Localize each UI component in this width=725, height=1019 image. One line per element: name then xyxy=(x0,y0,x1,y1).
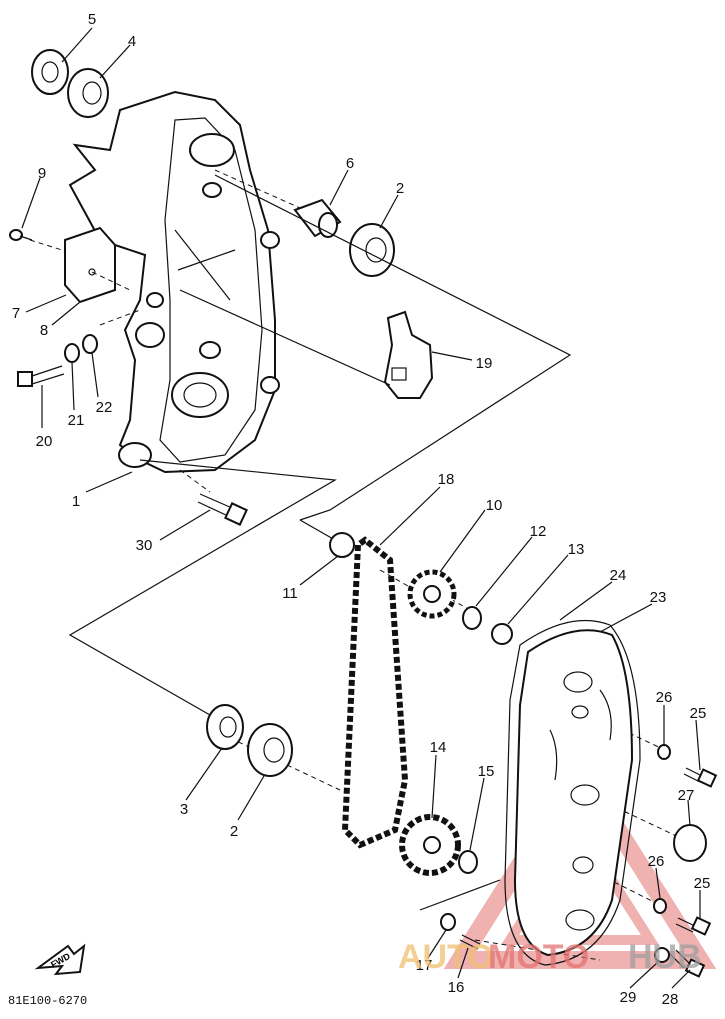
callout-8: 8 xyxy=(40,322,48,339)
callout-labels: 5 4 9 6 2 7 8 19 21 22 20 1 30 18 10 12 … xyxy=(12,11,711,1008)
cover-23 xyxy=(513,629,634,957)
washer-22 xyxy=(82,334,98,354)
callout-17: 17 xyxy=(416,957,433,974)
washer-15 xyxy=(458,850,478,874)
callout-6: 6 xyxy=(346,155,354,172)
callout-25-lower: 25 xyxy=(694,875,711,892)
callout-30: 30 xyxy=(136,537,153,554)
bearing-4 xyxy=(67,68,109,118)
callout-27: 27 xyxy=(678,787,695,804)
bolt-25-lower xyxy=(675,916,712,936)
bearing-2-lower xyxy=(247,723,293,777)
callout-26-lower: 26 xyxy=(648,853,665,870)
watermark-auto: AUTO xyxy=(398,938,494,976)
collar-6 xyxy=(293,198,342,238)
bolt-16 xyxy=(459,934,481,950)
callout-1: 1 xyxy=(72,493,80,510)
callout-4: 4 xyxy=(128,33,136,50)
bolt-28 xyxy=(669,949,706,978)
fwd-arrow-icon: FWD xyxy=(34,943,86,976)
callout-22: 22 xyxy=(96,399,113,416)
bearing-3 xyxy=(206,704,244,750)
pad-7 xyxy=(64,226,116,304)
bolt-20 xyxy=(17,365,65,387)
sprocket-10 xyxy=(407,569,457,619)
callout-24: 24 xyxy=(610,567,627,584)
diagram-code: 81E100-6270 xyxy=(8,994,87,1008)
callout-25-top: 25 xyxy=(690,705,707,722)
callout-7: 7 xyxy=(12,305,20,322)
callout-18: 18 xyxy=(438,471,455,488)
callout-29: 29 xyxy=(620,989,637,1006)
watermark-hub: HUB xyxy=(628,938,702,976)
bolt-30 xyxy=(197,493,248,526)
bearing-5 xyxy=(31,49,69,95)
plug-27 xyxy=(673,824,707,862)
watermark-text: AUTO MOTO HUB xyxy=(398,938,702,976)
callout-11: 11 xyxy=(282,585,298,602)
washer-17 xyxy=(440,913,456,931)
callout-5: 5 xyxy=(88,11,96,28)
tensioner-19 xyxy=(383,310,434,399)
callout-26-top: 26 xyxy=(656,689,673,706)
washer-21 xyxy=(64,343,80,363)
collar-11 xyxy=(329,532,355,558)
nut-13 xyxy=(491,623,513,645)
callout-20: 20 xyxy=(36,433,53,450)
washer-26-lower xyxy=(653,898,667,914)
callout-15: 15 xyxy=(478,763,495,780)
callout-10: 10 xyxy=(486,497,503,514)
bearing-2-top xyxy=(349,223,395,277)
washer-26-top xyxy=(657,744,671,760)
gasket-24 xyxy=(504,619,641,966)
washer-12 xyxy=(462,606,482,630)
chaincase-housing xyxy=(68,90,280,474)
callout-28: 28 xyxy=(662,991,679,1008)
screw-9 xyxy=(9,229,33,241)
callout-16: 16 xyxy=(448,979,465,996)
callout-9: 9 xyxy=(38,165,46,182)
callout-13: 13 xyxy=(568,541,585,558)
callout-12: 12 xyxy=(530,523,547,540)
callout-19: 19 xyxy=(476,355,493,372)
callout-leaders xyxy=(21,27,701,989)
sprocket-14 xyxy=(399,814,461,876)
washer-29 xyxy=(654,947,670,963)
bolt-25-top xyxy=(683,767,718,788)
callout-14: 14 xyxy=(430,739,447,756)
callout-23: 23 xyxy=(650,589,667,606)
callout-21: 21 xyxy=(68,412,85,429)
callout-2-top: 2 xyxy=(396,180,404,197)
callout-2-lower: 2 xyxy=(230,823,238,840)
chain-18 xyxy=(341,536,409,849)
callout-3: 3 xyxy=(180,801,188,818)
watermark-moto: MOTO xyxy=(488,938,589,976)
